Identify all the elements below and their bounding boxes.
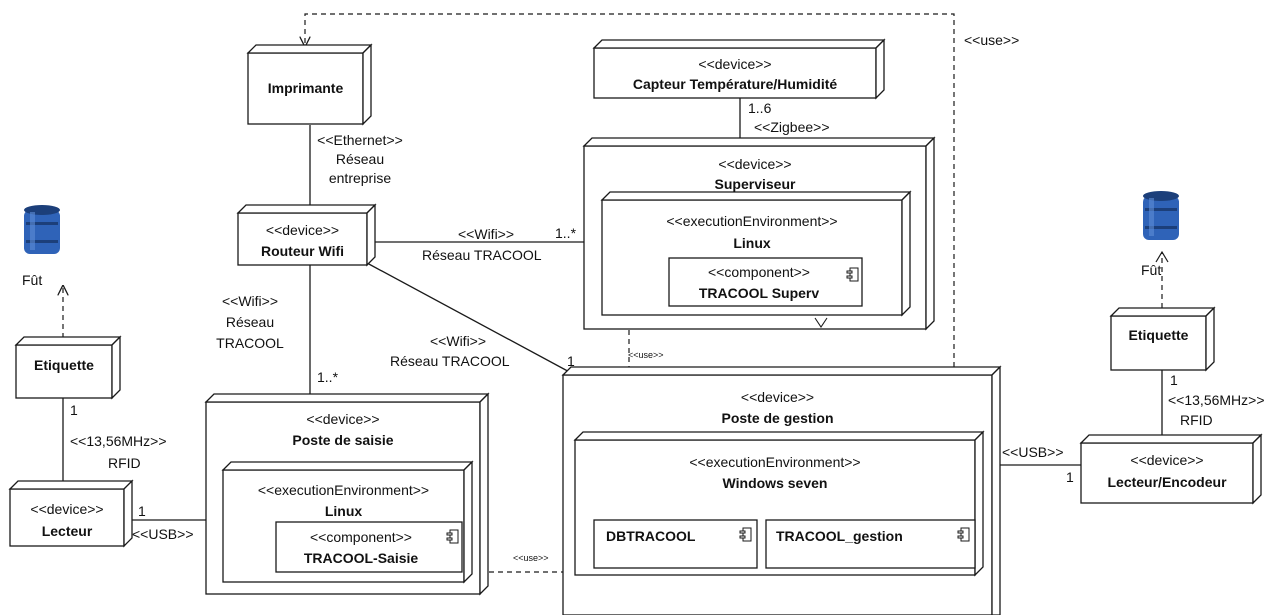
poste-saisie-stereotype: <<device>> <box>306 411 380 427</box>
artifact-dbtracool-box[interactable] <box>593 519 758 569</box>
wifi-superviseur-protocol: <<Wifi>> <box>458 226 515 242</box>
usb-right-protocol: <<USB>> <box>1002 444 1064 460</box>
etiquette-left-name: Etiquette <box>34 357 94 373</box>
use-db-label: <<use>> <box>628 350 664 360</box>
link-wifi-gestion-line <box>366 262 576 376</box>
usb-left-protocol: <<USB>> <box>132 526 194 542</box>
artifact-dbtracool-name: DBTRACOOL <box>606 528 696 544</box>
routeur-stereotype: <<device>> <box>265 222 340 238</box>
poste-saisie-env-stereotype: <<executionEnvironment>> <box>257 482 430 498</box>
etiquette-right-name: Etiquette <box>1128 327 1189 343</box>
poste-saisie-component-stereotype: <<component>> <box>310 529 412 545</box>
poste-gestion-name: Poste de gestion <box>721 410 834 426</box>
wifi-saisie-line1: Réseau <box>225 314 275 330</box>
superviseur-small-triangle <box>814 317 828 328</box>
link-use-top-line <box>305 13 955 520</box>
usb-right-multiplicity: 1 <box>1066 469 1074 485</box>
lecteur-stereotype: <<device>> <box>30 501 104 517</box>
artifact-tracool-gestion-name: TRACOOL_gestion <box>776 528 903 544</box>
lecteur-name: Lecteur <box>41 523 93 539</box>
fut-left-label: Fût <box>22 272 43 288</box>
wifi-gestion-network: Réseau TRACOOL <box>390 353 510 369</box>
zigbee-protocol: <<Zigbee>> <box>754 119 830 135</box>
ethernet-line1: Réseau <box>335 151 385 167</box>
poste-gestion-env-name: Windows seven <box>722 475 828 491</box>
superviseur-stereotype: <<device>> <box>718 156 792 172</box>
superviseur-name: Superviseur <box>714 176 796 192</box>
artifact-tracool-gestion-box[interactable] <box>765 519 976 569</box>
poste-saisie-component-name: TRACOOL-Saisie <box>303 550 419 566</box>
capteur-stereotype: <<device>> <box>698 56 772 72</box>
rfid-right-multiplicity: 1 <box>1170 372 1178 388</box>
fut-right-label: Fût <box>1141 262 1162 278</box>
superviseur-component-stereotype: <<component>> <box>708 264 810 280</box>
ethernet-line2: entreprise <box>328 170 392 186</box>
poste-saisie-env-name: Linux <box>324 503 363 519</box>
lecteur-encodeur-name: Lecteur/Encodeur <box>1107 474 1227 490</box>
superviseur-env-stereotype: <<executionEnvironment>> <box>666 213 838 229</box>
rfid-right-protocol: <<13,56MHz>> <box>1168 392 1265 408</box>
wifi-gestion-protocol: <<Wifi>> <box>430 333 487 349</box>
barrel-icon <box>24 205 60 254</box>
lecteur-encodeur-stereotype: <<device>> <box>1130 452 1204 468</box>
wifi-superviseur-network: Réseau TRACOOL <box>422 247 542 263</box>
zigbee-multiplicity: 1..6 <box>748 100 772 116</box>
component-tracool-saisie-box[interactable] <box>275 521 463 573</box>
component-tracool-superv-box[interactable] <box>668 257 863 307</box>
node-etiquette-left[interactable] <box>14 335 122 400</box>
poste-gestion-stereotype: <<device>> <box>740 389 815 405</box>
superviseur-env-name: Linux <box>733 235 771 251</box>
node-routeur[interactable] <box>236 203 377 267</box>
usb-left-multiplicity: 1 <box>138 503 146 519</box>
imprimante-name: Imprimante <box>267 80 344 96</box>
rfid-left-name: RFID <box>108 455 141 471</box>
node-imprimante[interactable] <box>246 43 373 126</box>
wifi-superviseur-multiplicity: 1..* <box>555 225 577 241</box>
node-lecteur-encodeur[interactable] <box>1079 433 1263 505</box>
wifi-saisie-protocol: <<Wifi>> <box>221 293 279 309</box>
component-icon <box>957 527 970 542</box>
poste-gestion-env-stereotype: <<executionEnvironment>> <box>689 454 861 470</box>
wifi-gestion-multiplicity: 1 <box>567 353 575 369</box>
barrel-icon <box>1143 191 1179 240</box>
rfid-right-name: RFID <box>1180 412 1213 428</box>
fut-right-arrowhead <box>1155 250 1169 263</box>
capteur-name: Capteur Température/Humidité <box>632 76 838 92</box>
routeur-name: Routeur Wifi <box>260 243 345 259</box>
node-lecteur[interactable] <box>8 479 134 548</box>
node-capteur[interactable] <box>592 38 886 100</box>
component-icon <box>846 267 859 282</box>
component-icon <box>739 527 752 542</box>
wifi-saisie-multiplicity: 1..* <box>317 369 339 385</box>
ethernet-protocol: <<Ethernet>> <box>317 132 403 148</box>
component-icon <box>446 529 459 544</box>
use-saisie-label: <<use>> <box>513 553 549 563</box>
rfid-left-protocol: <<13,56MHz>> <box>70 433 167 449</box>
poste-saisie-name: Poste de saisie <box>292 432 394 448</box>
superviseur-component-name: TRACOOL Superv <box>698 285 820 301</box>
rfid-left-multiplicity: 1 <box>70 402 78 418</box>
use-top-label: <<use>> <box>964 32 1020 48</box>
node-etiquette-right[interactable] <box>1109 306 1216 372</box>
wifi-saisie-line2: TRACOOL <box>216 335 284 351</box>
